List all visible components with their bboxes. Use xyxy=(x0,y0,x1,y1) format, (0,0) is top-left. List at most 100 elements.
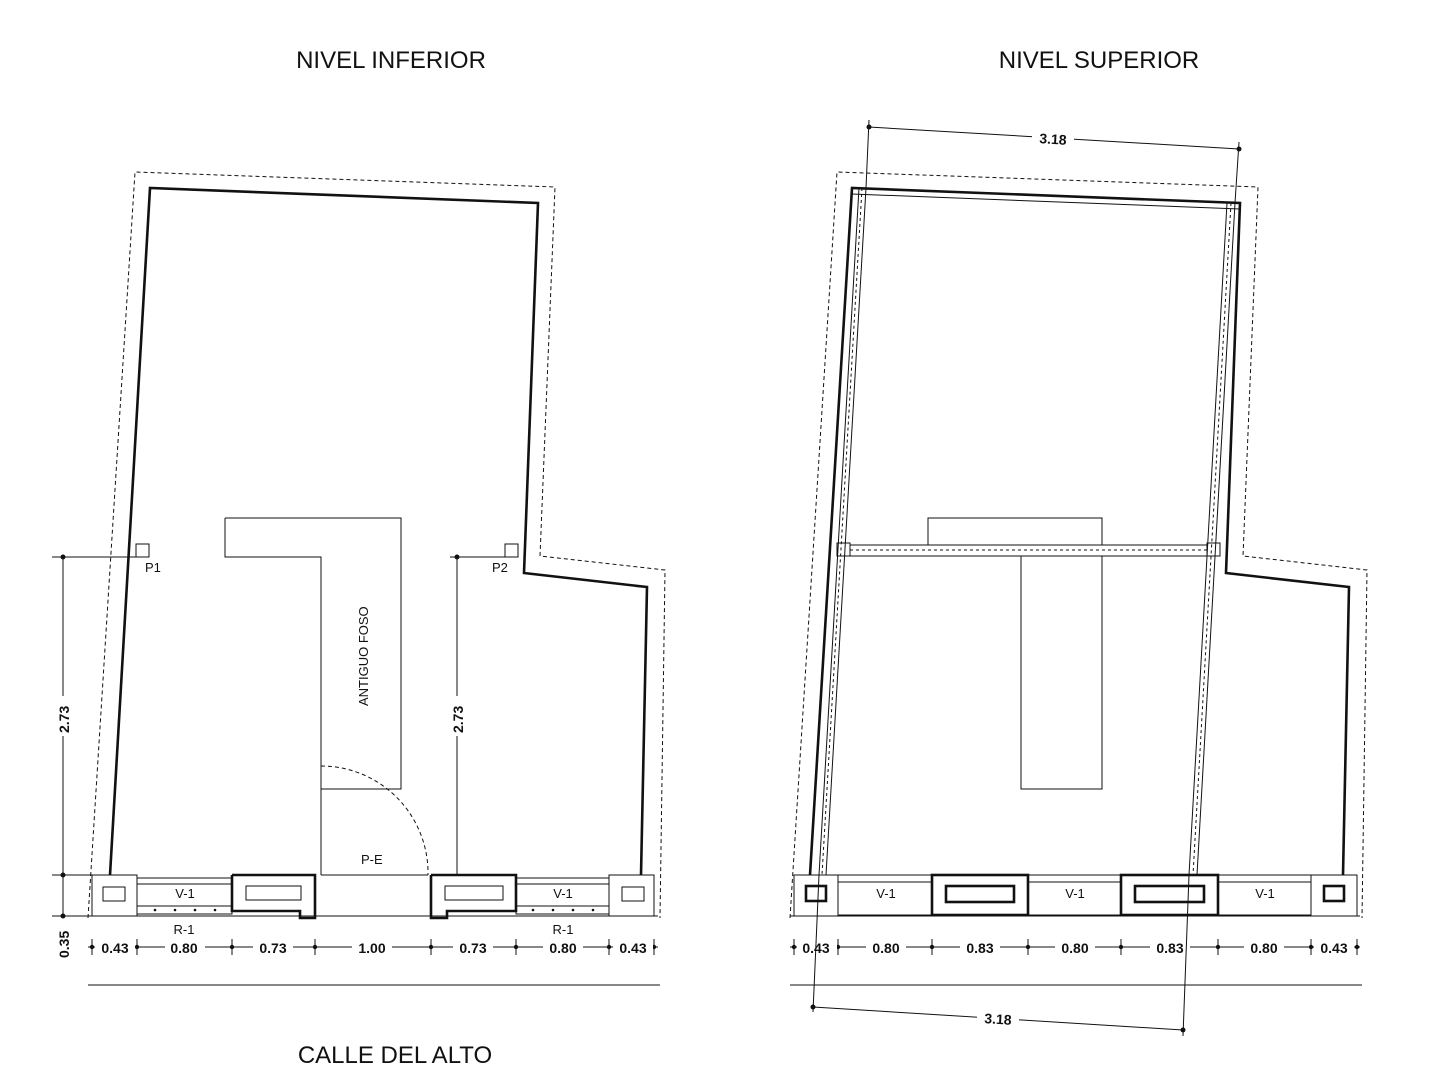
lower-width-3: 0.73 xyxy=(259,940,286,956)
lower-width-dim-labels: 0.43 0.80 0.73 1.00 0.73 0.80 0.43 xyxy=(95,938,653,956)
upper-corner-pier-right xyxy=(1310,874,1358,917)
upper-width-tick-dot-7 xyxy=(1308,944,1314,950)
upper-window-3-label: V-1 xyxy=(1255,886,1275,901)
upper-window-1-label: V-1 xyxy=(876,886,896,901)
grille-left-label: R-1 xyxy=(174,922,195,937)
lower-width-4: 1.00 xyxy=(358,940,385,956)
lower-main-wall xyxy=(108,186,649,876)
antiguo-foso-outline xyxy=(224,517,402,875)
lower-width-2: 0.80 xyxy=(170,940,197,956)
grille-right-label: R-1 xyxy=(553,922,574,937)
upper-bottom-dim-mask xyxy=(977,1009,1019,1027)
upper-width-tick-dot-4 xyxy=(1025,944,1031,950)
upper-width-3: 0.83 xyxy=(966,940,993,956)
dim-height-left-mask xyxy=(54,696,72,736)
upper-width-2: 0.80 xyxy=(872,940,899,956)
upper-top-dim-ext-left xyxy=(865,119,870,189)
door-swing-arc xyxy=(320,765,429,876)
upper-main-wall xyxy=(808,186,1351,876)
antiguo-foso-label: ANTIGUO FOSO xyxy=(356,606,371,706)
pillar-p2-label: P2 xyxy=(492,560,508,575)
pillar-p2 xyxy=(504,543,519,558)
upper-opening-stair xyxy=(1020,555,1103,790)
lower-width-tick-dot-3 xyxy=(229,944,235,950)
lower-width-1: 0.43 xyxy=(101,940,128,956)
dim-base-tick xyxy=(60,913,66,919)
upper-pier-left xyxy=(930,873,1030,917)
upper-width-tick-dot-1 xyxy=(791,944,797,950)
upper-corner-pier-left-inner xyxy=(804,884,828,903)
lower-width-6: 0.80 xyxy=(549,940,576,956)
upper-beam-right-center xyxy=(1192,202,1232,876)
upper-bottom-dim-ext-right xyxy=(1182,874,1190,1037)
lower-width-tick-dot-1 xyxy=(89,944,95,950)
lower-outer-dashed-outline xyxy=(87,171,666,919)
lower-corner-pier-left-inner xyxy=(102,886,126,902)
upper-width-5: 0.83 xyxy=(1156,940,1183,956)
grille-right-dot-2 xyxy=(551,908,555,912)
dim-height-mid-label: 2.73 xyxy=(450,706,466,733)
upper-beam-left-inner xyxy=(825,187,867,876)
upper-pier-right-inner xyxy=(1133,884,1206,904)
upper-width-tick-dot-5 xyxy=(1118,944,1124,950)
lower-pier-left xyxy=(230,873,317,920)
upper-width-tick-dot-3 xyxy=(929,944,935,950)
upper-width-4: 0.80 xyxy=(1061,940,1088,956)
street-name: CALLE DEL ALTO xyxy=(298,1042,492,1069)
upper-window-2-label: V-1 xyxy=(1065,886,1085,901)
upper-width-6: 0.80 xyxy=(1250,940,1277,956)
upper-bottom-dim-tick-left xyxy=(810,1004,816,1010)
upper-top-dim-label: 3.18 xyxy=(1039,130,1067,148)
lower-width-5: 0.73 xyxy=(459,940,486,956)
upper-width-7: 0.43 xyxy=(1320,940,1347,956)
title-upper-level: NIVEL SUPERIOR xyxy=(999,47,1200,74)
dim-height-mid-tick-top xyxy=(454,554,460,560)
upper-width-tick-dot-8 xyxy=(1354,944,1360,950)
pillar-p1 xyxy=(135,543,150,558)
lower-window-right-label: V-1 xyxy=(553,886,573,901)
upper-beam-right-outer xyxy=(1196,202,1236,876)
upper-beam-left-outer xyxy=(818,187,860,876)
lower-width-tick-dot-4 xyxy=(312,944,318,950)
grille-left-dot-1 xyxy=(153,908,157,912)
lower-width-tick-dot-2 xyxy=(134,944,140,950)
lower-corner-pier-right-inner xyxy=(621,886,645,902)
grille-right-dot-3 xyxy=(571,908,575,912)
upper-pier-left-inner xyxy=(944,884,1016,904)
upper-opening-top xyxy=(927,517,1103,545)
upper-top-dim-tick-right xyxy=(1236,146,1242,152)
lower-width-tick-dot-6 xyxy=(513,944,519,950)
dim-height-mid-mask xyxy=(448,696,466,736)
upper-top-dim-ext-right xyxy=(1234,141,1240,204)
upper-corner-pier-right-inner xyxy=(1322,884,1346,903)
lower-window-left xyxy=(136,877,233,915)
lower-corner-pier-right xyxy=(608,874,655,917)
upper-pier-right xyxy=(1119,873,1220,917)
grille-right-dot-4 xyxy=(591,908,595,912)
dim-height-left-tick-top xyxy=(60,554,66,560)
lower-window-right xyxy=(515,877,610,915)
upper-level-plan: V-1 V-1 V-1 0.43 0.80 0.83 0.80 0.83 xyxy=(789,119,1368,1037)
lower-width-tick-dot-7 xyxy=(606,944,612,950)
upper-corner-pier-left xyxy=(793,874,839,917)
upper-cross-beam xyxy=(849,544,1208,557)
lower-corner-pier-left xyxy=(91,874,138,917)
upper-width-tick-dot-6 xyxy=(1215,944,1221,950)
lower-width-7: 0.43 xyxy=(619,940,646,956)
upper-top-dim-tick-left xyxy=(866,124,872,130)
lower-pier-left-inner xyxy=(245,885,302,901)
upper-pillar-right xyxy=(1206,542,1221,557)
upper-beam-right-inner xyxy=(1188,202,1228,876)
upper-bottom-dim-ext-left xyxy=(812,874,820,1013)
lower-width-tick-dot-5 xyxy=(428,944,434,950)
lower-level-plan: P1 P2 ANTIGUO FOSO P-E V-1 R-1 xyxy=(52,171,666,986)
grille-left-dot-3 xyxy=(193,908,197,912)
upper-pillar-left xyxy=(836,542,851,557)
grille-left-dot-4 xyxy=(213,908,217,912)
dim-base-label: 0.35 xyxy=(56,931,72,958)
upper-beam-left-center xyxy=(821,187,863,876)
lower-pier-right xyxy=(429,873,518,920)
upper-top-inner-line xyxy=(851,193,1241,210)
lower-window-left-label: V-1 xyxy=(175,886,195,901)
